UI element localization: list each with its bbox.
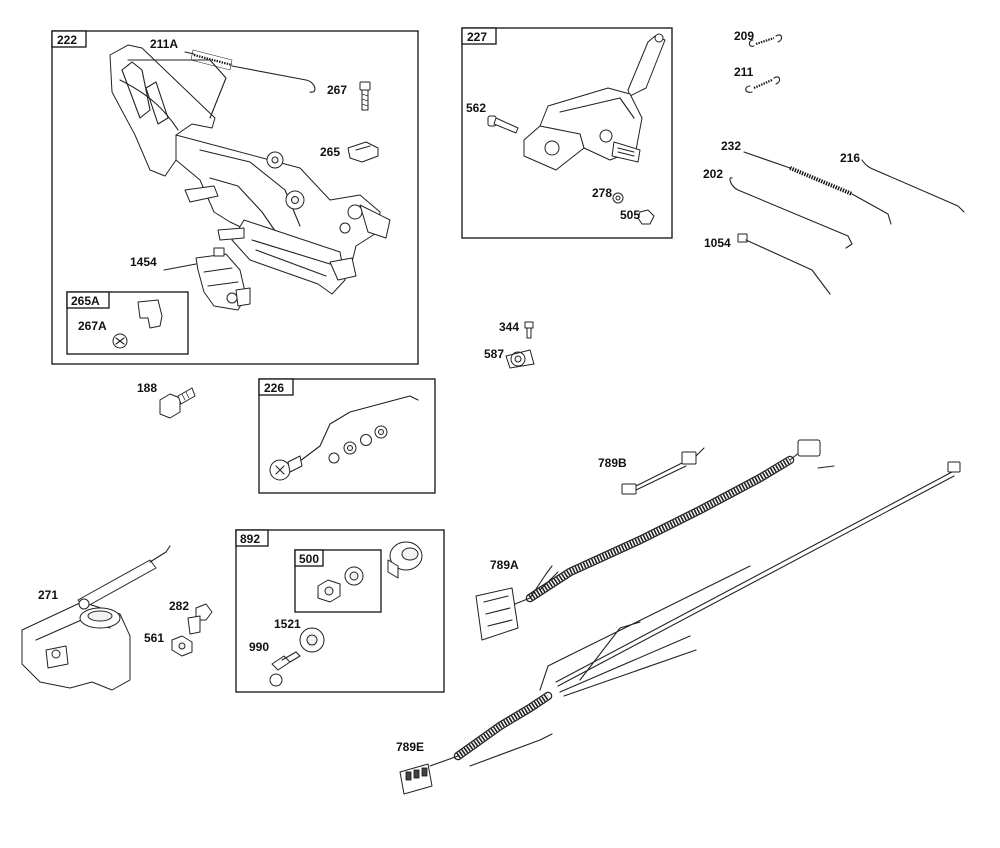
box-226-frame xyxy=(258,378,436,494)
group-226: 226 xyxy=(258,378,436,494)
box-226-tag xyxy=(258,378,294,396)
group-500: 500 xyxy=(294,549,382,613)
box-500-tag xyxy=(294,549,324,567)
callout-211: 211 xyxy=(734,65,754,79)
throttle-bracket-icon xyxy=(109,44,391,295)
bezel-icon xyxy=(299,627,325,653)
box-892-label: 892 xyxy=(240,532,260,546)
rod-icon xyxy=(861,159,965,213)
bolt-icon xyxy=(159,387,196,419)
box-222-tag xyxy=(51,30,87,48)
callout-216: 216 xyxy=(840,151,860,165)
box-226-label: 226 xyxy=(264,381,284,395)
control-lever-icon xyxy=(523,33,666,171)
box-265a-tag xyxy=(66,291,110,309)
ignition-switch-icon xyxy=(387,541,423,579)
cable-tie-icon xyxy=(737,233,831,295)
box-227-frame xyxy=(461,27,673,239)
wire-harness-icon xyxy=(399,461,961,795)
loose-springs-rods: 209 211 232 216 202 1054 xyxy=(703,29,965,295)
callout-267a: 267A xyxy=(78,319,107,333)
callout-587: 587 xyxy=(484,347,504,361)
clip-icon xyxy=(347,141,379,163)
box-892-tag xyxy=(235,529,269,547)
callout-211a: 211A xyxy=(150,37,178,51)
coil-spring-icon xyxy=(184,49,316,93)
coil-spring-icon xyxy=(743,151,892,225)
choke-cable-icon xyxy=(269,395,419,481)
group-227: 227 562 278 505 xyxy=(461,27,673,239)
box-892-frame xyxy=(235,529,445,693)
bolt-icon xyxy=(187,603,213,635)
rod-icon xyxy=(729,177,853,249)
screw-icon xyxy=(359,81,371,111)
box-227-label: 227 xyxy=(467,30,487,44)
harness-789b: 789B xyxy=(598,447,705,495)
clip-icon xyxy=(137,299,163,329)
callout-267: 267 xyxy=(327,83,347,97)
callout-188: 188 xyxy=(137,381,157,395)
callout-561: 561 xyxy=(144,631,164,645)
callout-789e: 789E xyxy=(396,740,424,754)
callout-1521: 1521 xyxy=(274,617,301,631)
box-222-label: 222 xyxy=(57,33,77,47)
callout-990: 990 xyxy=(249,640,269,654)
wire-harness-icon xyxy=(621,447,705,495)
clamp-icon xyxy=(505,349,535,369)
clamp-parts: 344 587 xyxy=(484,320,535,369)
callout-278: 278 xyxy=(592,186,612,200)
callout-1454: 1454 xyxy=(130,255,157,269)
fasteners-282-561: 282 561 xyxy=(144,599,213,657)
callout-789a: 789A xyxy=(490,558,519,572)
harness-789e: 789E xyxy=(396,461,961,795)
box-265a-label: 265A xyxy=(71,294,100,308)
coil-spring-icon xyxy=(745,76,781,93)
callout-562: 562 xyxy=(466,101,486,115)
callout-232: 232 xyxy=(721,139,741,153)
callout-344: 344 xyxy=(499,320,519,334)
callout-1054: 1054 xyxy=(704,236,731,250)
wire-harness-icon xyxy=(475,439,835,641)
bolt-group: 188 xyxy=(137,381,196,419)
callout-505: 505 xyxy=(620,208,640,222)
callout-282: 282 xyxy=(169,599,189,613)
harness-789a: 789A xyxy=(475,439,835,641)
group-222: 222 xyxy=(51,30,419,365)
callout-789b: 789B xyxy=(598,456,627,470)
screw-icon xyxy=(524,321,534,329)
callout-202: 202 xyxy=(703,167,723,181)
coil-spring-icon xyxy=(748,34,783,47)
group-271: 271 xyxy=(21,545,171,691)
pin-icon xyxy=(487,115,519,134)
nut-icon xyxy=(171,635,193,657)
callout-265: 265 xyxy=(320,145,340,159)
group-265a: 265A xyxy=(66,291,189,355)
ignition-key-icon xyxy=(269,651,301,687)
callout-209: 209 xyxy=(734,29,754,43)
group-892: 892 500 1521 990 xyxy=(235,529,445,693)
callout-271: 271 xyxy=(38,588,58,602)
governor-assembly-icon xyxy=(21,545,171,691)
box-500-label: 500 xyxy=(299,552,319,566)
box-265a-frame xyxy=(66,291,189,355)
box-500-frame xyxy=(294,549,382,613)
box-227-tag xyxy=(461,27,497,45)
nut-icon xyxy=(637,209,655,225)
box-222-frame xyxy=(51,30,419,365)
switch-icon xyxy=(163,247,251,311)
